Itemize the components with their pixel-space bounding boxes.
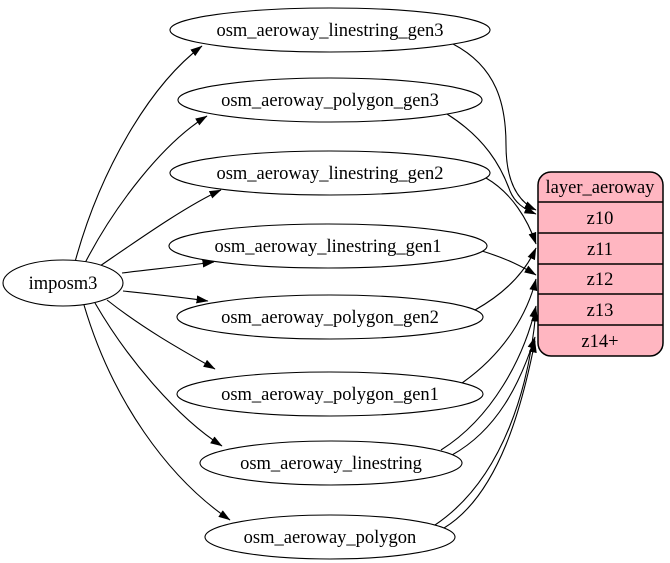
layer-row-z13: z13	[587, 301, 614, 321]
table-ellipse	[169, 150, 491, 196]
edge-imposm3-linestring	[94, 302, 223, 447]
layer-row-z14: z14+	[581, 332, 618, 352]
table-ellipse	[199, 440, 463, 486]
imposm3-ellipse	[2, 259, 124, 307]
edge-linestring-gen3-z10	[452, 43, 537, 211]
edge-polygon-gen3-z10	[446, 113, 537, 215]
layer-row-z12: z12	[587, 270, 614, 290]
edge-polygon-gen2-z11	[474, 247, 537, 311]
node-imposm3: imposm3	[2, 259, 124, 307]
table-label: osm_aeroway_polygon	[244, 528, 417, 548]
table-label: osm_aeroway_polygon_gen1	[221, 385, 439, 405]
edges-from-imposm3	[74, 45, 231, 521]
node-osm-aeroway-polygon-gen1: osm_aeroway_polygon_gen1	[176, 371, 484, 417]
node-osm-aeroway-linestring: osm_aeroway_linestring	[199, 440, 463, 486]
edge-imposm3-polygon-gen3	[84, 115, 208, 264]
table-label: osm_aeroway_linestring_gen3	[216, 21, 443, 41]
table-ellipse	[204, 514, 456, 560]
table-ellipse	[168, 223, 488, 269]
edge-imposm3-linestring-gen2	[99, 189, 222, 267]
node-osm-aeroway-linestring-gen3: osm_aeroway_linestring_gen3	[169, 7, 491, 53]
layer-row-z11: z11	[587, 240, 613, 260]
node-osm-aeroway-polygon: osm_aeroway_polygon	[204, 514, 456, 560]
edge-imposm3-linestring-gen1	[121, 259, 215, 274]
node-osm-aeroway-polygon-gen2: osm_aeroway_polygon_gen2	[176, 294, 484, 340]
imposm3-label: imposm3	[29, 274, 98, 294]
edge-polygon-gen1-z12	[461, 278, 538, 384]
edge-imposm3-polygon	[83, 304, 231, 521]
edge-imposm3-polygon-gen2	[122, 290, 209, 304]
table-ellipse	[177, 77, 483, 123]
edge-linestring-gen1-z12	[481, 250, 537, 276]
table-ellipse	[176, 371, 484, 417]
table-ellipse	[169, 7, 491, 53]
table-label: osm_aeroway_linestring_gen1	[214, 237, 441, 257]
edge-imposm3-polygon-gen1	[106, 299, 216, 370]
table-label: osm_aeroway_linestring	[240, 454, 422, 474]
table-label: osm_aeroway_linestring_gen2	[216, 164, 443, 184]
layer-row-z10: z10	[587, 209, 614, 229]
table-ellipse	[176, 294, 484, 340]
edge-linestring-z14	[451, 336, 536, 456]
edge-imposm3-linestring-gen3	[74, 45, 203, 263]
node-layer-aeroway: layer_aeroway z10 z11 z12 z13 z14+	[537, 171, 664, 357]
node-osm-aeroway-polygon-gen3: osm_aeroway_polygon_gen3	[177, 77, 483, 123]
edge-linestring-z13	[440, 305, 538, 451]
edge-linestring-gen2-z11	[485, 177, 537, 245]
table-label: osm_aeroway_polygon_gen2	[221, 308, 439, 328]
edges-to-layer	[434, 43, 540, 529]
table-label: osm_aeroway_polygon_gen3	[221, 91, 439, 111]
edge-polygon-z14	[443, 340, 537, 529]
node-osm-aeroway-linestring-gen2: osm_aeroway_linestring_gen2	[169, 150, 491, 196]
node-osm-aeroway-linestring-gen1: osm_aeroway_linestring_gen1	[168, 223, 488, 269]
layer-title: layer_aeroway	[546, 178, 656, 198]
